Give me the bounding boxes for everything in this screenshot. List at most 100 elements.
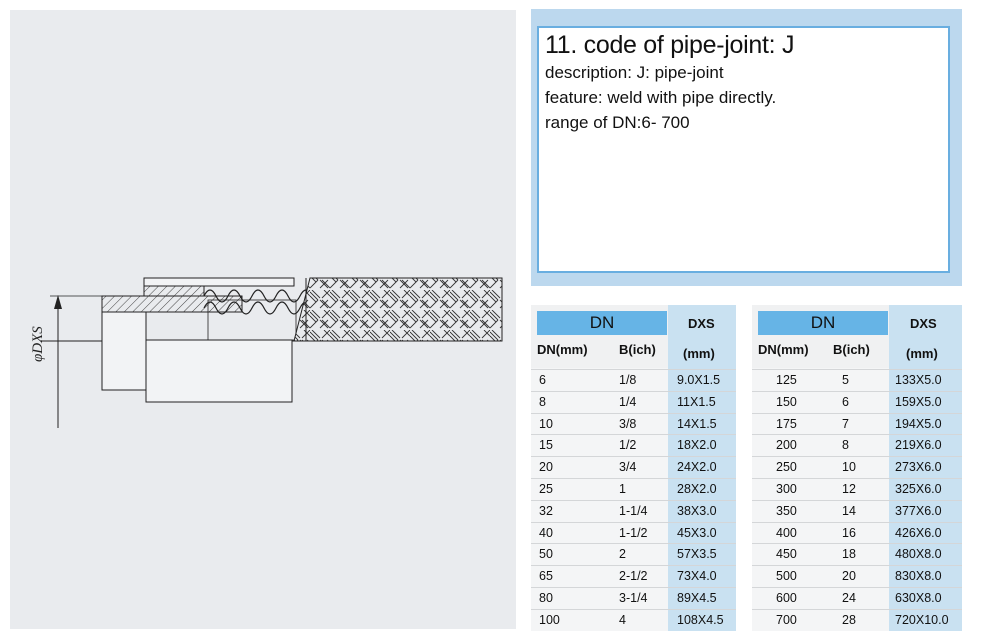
dxs-cell: 89X4.5 (677, 591, 717, 605)
b-cell: 4 (619, 612, 626, 627)
dimension-label: φDXS (30, 326, 46, 362)
b-cell: 28 (842, 612, 856, 627)
dn-cell: 700 (776, 612, 797, 627)
table-row: 100 4 108X4.5 (531, 608, 736, 631)
dn-cell: 300 (776, 482, 797, 496)
dxs-cell: 426X6.0 (895, 525, 942, 540)
dxs-cell: 45X3.0 (677, 525, 717, 540)
dn-cell: 25 (539, 482, 553, 496)
col-b-header: B(ich) (833, 342, 870, 357)
dxs-cell: 480X8.0 (895, 547, 942, 562)
dn-cell: 50 (539, 547, 553, 562)
dn-cell: 175 (776, 416, 797, 431)
dn-cell: 125 (776, 373, 797, 387)
dxs-cell: 24X2.0 (677, 460, 717, 475)
dxs-cell: 159X5.0 (895, 394, 942, 409)
b-cell: 1/2 (619, 438, 637, 453)
b-cell: 8 (842, 438, 849, 453)
b-cell: 18 (842, 547, 856, 562)
dxs-cell: 28X2.0 (677, 482, 717, 496)
dxs-cell: 194X5.0 (895, 416, 942, 431)
table-row: 200 8 219X6.0 (752, 434, 962, 456)
dn-cell: 200 (776, 438, 797, 453)
section-title: 11. code of pipe-joint: J (545, 31, 795, 59)
table-row: 32 1-1/4 38X3.0 (531, 499, 736, 522)
dn-cell: 600 (776, 591, 797, 605)
col-dn-header: DN(mm) (537, 342, 588, 357)
table-row: 150 6 159X5.0 (752, 390, 962, 413)
b-cell: 12 (842, 482, 856, 496)
dn-group-header: DN (537, 311, 667, 335)
b-cell: 16 (842, 525, 856, 540)
dn-cell: 10 (539, 416, 553, 431)
dn-cell: 6 (539, 373, 546, 387)
dxs-cell: 57X3.5 (677, 547, 717, 562)
b-cell: 1-1/2 (619, 525, 648, 540)
table-row: 25 1 28X2.0 (531, 478, 736, 500)
col-unit-header: (mm) (683, 346, 715, 361)
b-cell: 10 (842, 460, 856, 475)
dn-cell: 150 (776, 394, 797, 409)
b-cell: 20 (842, 569, 856, 584)
b-cell: 1-1/4 (619, 503, 648, 518)
dxs-column-bg (668, 305, 736, 631)
dxs-cell: 325X6.0 (895, 482, 942, 496)
dxs-cell: 11X1.5 (677, 394, 716, 409)
dn-cell: 20 (539, 460, 553, 475)
dxs-header: DXS (688, 316, 715, 331)
col-dn-header: DN(mm) (758, 342, 809, 357)
table-row: 700 28 720X10.0 (752, 608, 962, 631)
col-b-header: B(ich) (619, 342, 656, 357)
b-cell: 1/8 (619, 373, 637, 387)
dxs-cell: 38X3.0 (677, 503, 717, 518)
description-text: description: J: pipe-joint (545, 63, 724, 82)
info-panel: 11. code of pipe-joint: J description: J… (531, 9, 962, 286)
dxs-cell: 219X6.0 (895, 438, 942, 453)
col-unit-header: (mm) (906, 346, 938, 361)
dxs-cell: 73X4.0 (677, 569, 717, 584)
b-cell: 2-1/2 (619, 569, 648, 584)
table-row: 40 1-1/2 45X3.0 (531, 521, 736, 544)
dn-group-header: DN (758, 311, 888, 335)
dxs-cell: 377X6.0 (895, 503, 942, 518)
pipe-joint-diagram (40, 277, 503, 428)
dn-cell: 65 (539, 569, 553, 584)
dxs-cell: 830X8.0 (895, 569, 942, 584)
range-text: range of DN:6- 700 (545, 113, 690, 132)
dxs-cell: 14X1.5 (677, 416, 717, 431)
table-row: 300 12 325X6.0 (752, 478, 962, 500)
dxs-column-bg (889, 305, 962, 631)
dn-cell: 80 (539, 591, 553, 605)
dn-cell: 450 (776, 547, 797, 562)
feature-text: feature: weld with pipe directly. (545, 88, 777, 107)
table-row: 400 16 426X6.0 (752, 521, 962, 544)
b-cell: 5 (842, 373, 849, 387)
b-cell: 6 (842, 394, 849, 409)
table-row: 450 18 480X8.0 (752, 543, 962, 565)
dn-cell: 32 (539, 503, 553, 518)
dn-cell: 8 (539, 394, 546, 409)
dn-cell: 350 (776, 503, 797, 518)
dxs-header: DXS (910, 316, 937, 331)
dxs-cell: 108X4.5 (677, 612, 724, 627)
dxs-cell: 720X10.0 (895, 612, 949, 627)
dxs-cell: 9.0X1.5 (677, 373, 721, 387)
dn-cell: 40 (539, 525, 553, 540)
b-cell: 1 (619, 482, 626, 496)
table-row: 6 1/8 9.0X1.5 (531, 369, 736, 391)
dn-cell: 400 (776, 525, 797, 540)
dn-cell: 100 (539, 612, 560, 627)
